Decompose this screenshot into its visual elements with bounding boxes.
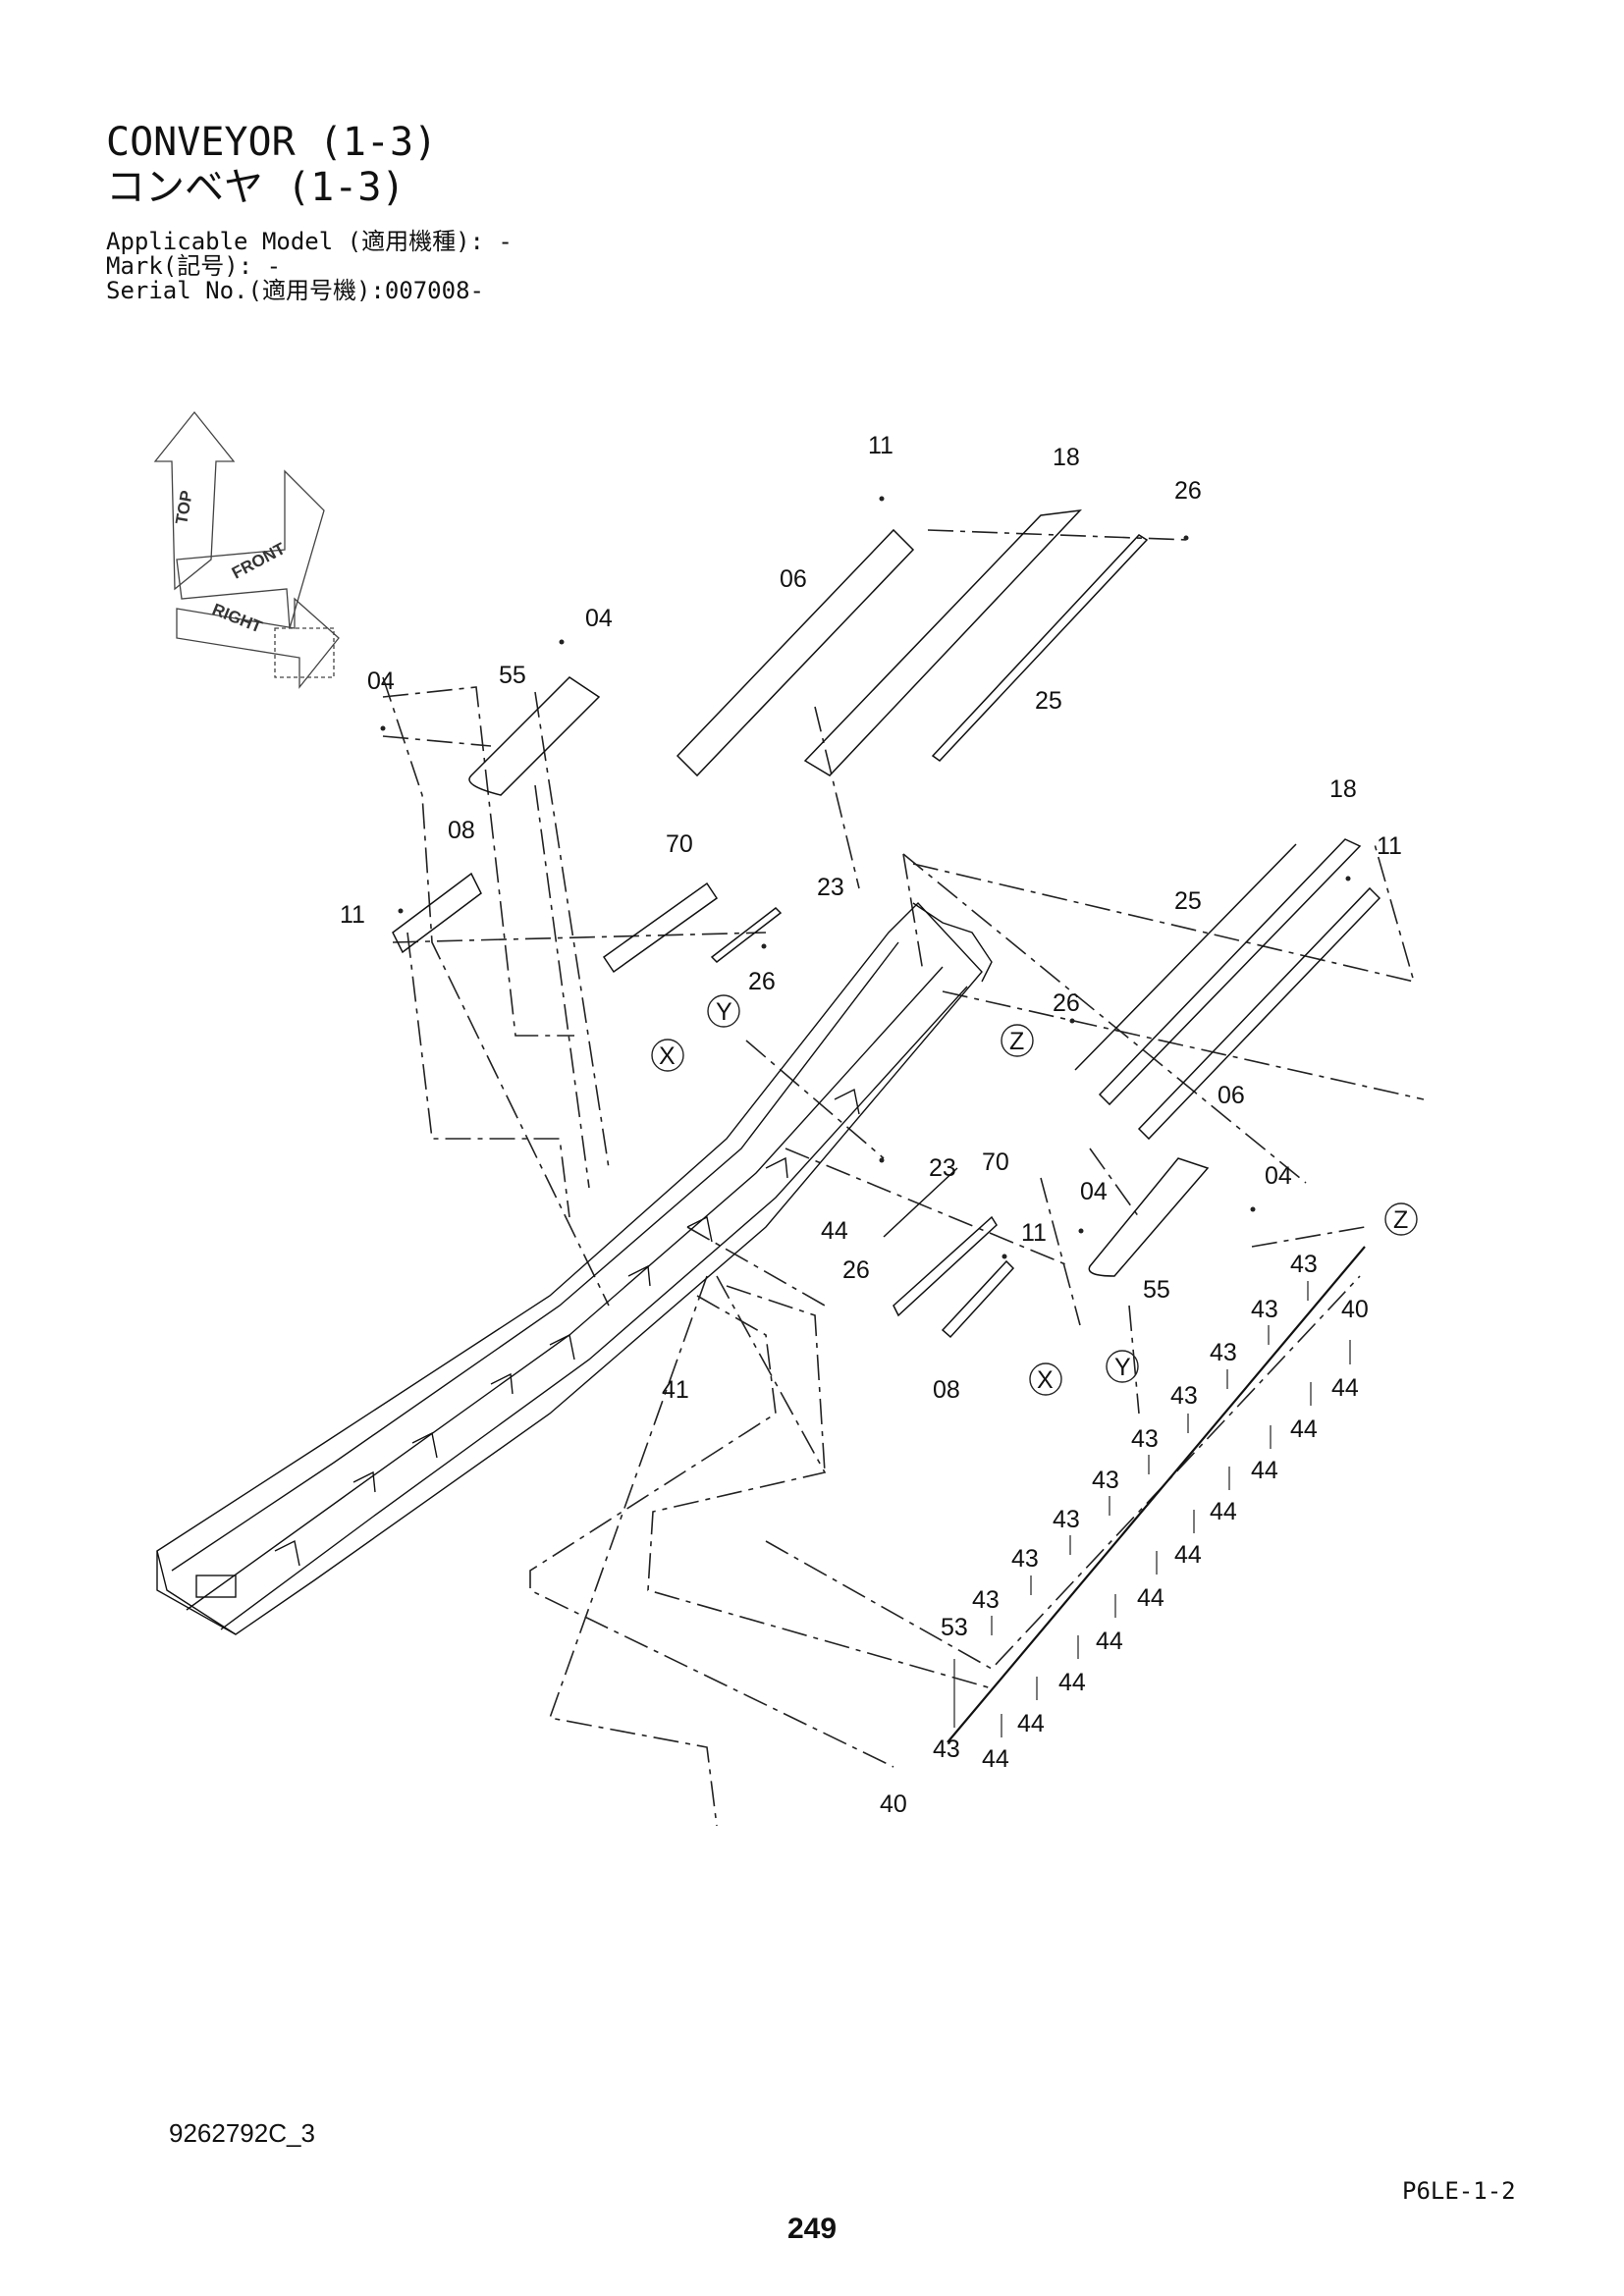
part-18-upper (803, 508, 1082, 776)
callout-43-5: 43 (1131, 1425, 1159, 1453)
parts (392, 508, 1381, 1743)
callout-26-c: 26 (1053, 989, 1080, 1017)
part-55-upper (468, 676, 601, 796)
fastener-ticks (953, 1281, 1351, 1737)
callout-26-d: 26 (842, 1256, 870, 1284)
callout-70-a: 70 (666, 830, 693, 858)
callout-55-b: 55 (1143, 1276, 1170, 1304)
callout-06-a: 06 (780, 565, 807, 593)
callout-44-4: 44 (1210, 1498, 1237, 1525)
marker-y-2: Y (1114, 1354, 1131, 1381)
part-70-upper (602, 881, 719, 974)
callout-43-7: 43 (1053, 1506, 1080, 1533)
callout-43-3: 43 (1210, 1339, 1237, 1366)
serial-number: Serial No.(適用号機):007008- (106, 277, 484, 304)
assembly-leader-lines (382, 529, 1425, 1827)
callout-41: 41 (662, 1376, 689, 1404)
right-arrow-label: RIGHT (210, 600, 266, 637)
callout-44-6: 44 (1137, 1584, 1164, 1612)
top-arrow-label: TOP (172, 489, 196, 525)
callout-44-8: 44 (1058, 1669, 1086, 1696)
callout-04-b: 04 (367, 667, 395, 695)
callout-43-1: 43 (1290, 1251, 1318, 1278)
callout-26-b: 26 (748, 968, 776, 995)
callout-44-2: 44 (1290, 1415, 1318, 1443)
part-08-upper (392, 872, 482, 954)
callout-43-bottom: 43 (933, 1735, 960, 1763)
orientation-arrows (153, 410, 340, 689)
callout-43-2: 43 (1251, 1296, 1278, 1323)
part-23-upper (710, 907, 783, 963)
front-arrow-label: FRONT (229, 539, 289, 583)
part-40-rail (947, 1246, 1366, 1743)
callout-70-b: 70 (982, 1148, 1009, 1176)
callout-44-7: 44 (1096, 1628, 1123, 1655)
callout-40-b: 40 (880, 1790, 907, 1818)
title-english: CONVEYOR (1-3) (106, 120, 438, 165)
part-06-right (1137, 886, 1381, 1141)
callout-04-a: 04 (585, 605, 613, 632)
callout-08-a: 08 (448, 817, 475, 844)
callout-11-b: 11 (340, 901, 365, 929)
part-70-lower (893, 1215, 998, 1317)
page-number: 249 (787, 2213, 838, 2245)
marker-z-2: Z (1393, 1206, 1408, 1234)
callout-44-1: 44 (1331, 1374, 1359, 1402)
part-23-lower (883, 1167, 958, 1238)
mark: Mark(記号): - (106, 252, 282, 280)
front-arrow-icon (176, 469, 325, 629)
callout-23-a: 23 (817, 874, 844, 901)
callout-55-a: 55 (499, 662, 526, 689)
section-code: P6LE-1-2 (1402, 2177, 1516, 2205)
part-06-upper (676, 528, 915, 777)
callout-53: 53 (941, 1614, 968, 1641)
callout-04-d: 04 (1265, 1162, 1292, 1190)
top-arrow-icon (153, 410, 236, 591)
callout-44-5: 44 (1174, 1541, 1202, 1569)
callout-11-c: 11 (1377, 832, 1402, 860)
callout-23-b: 23 (929, 1154, 956, 1182)
callout-18-a: 18 (1053, 444, 1080, 471)
conveyor-frame (156, 901, 993, 1635)
callout-26-a: 26 (1174, 477, 1202, 505)
marker-x-1: X (659, 1042, 676, 1070)
part-08-lower (941, 1259, 1015, 1339)
marker-x-2: X (1037, 1366, 1054, 1394)
callout-43-9: 43 (972, 1586, 1000, 1614)
marker-z-1: Z (1009, 1028, 1024, 1055)
part-55-lower (1088, 1157, 1210, 1277)
drawing-number: 9262792C_3 (169, 2118, 315, 2148)
callout-11-d: 11 (1021, 1219, 1047, 1247)
part-18-right (1098, 838, 1362, 1106)
callout-43-4: 43 (1170, 1382, 1198, 1410)
callout-40-a: 40 (1341, 1296, 1369, 1323)
callout-dots (380, 496, 1351, 1259)
callout-11-a: 11 (868, 432, 893, 459)
callout-18-b: 18 (1329, 775, 1357, 803)
callout-06-b: 06 (1218, 1082, 1245, 1109)
callout-25-a: 25 (1035, 687, 1062, 715)
callout-44-9: 44 (1017, 1710, 1045, 1737)
callout-44-bottom: 44 (982, 1745, 1009, 1773)
callout-08-b: 08 (933, 1376, 960, 1404)
callout-43-8: 43 (1011, 1545, 1039, 1573)
callout-04-c: 04 (1080, 1178, 1108, 1205)
callout-labels: 11 18 26 06 25 04 04 55 08 70 23 11 26 1… (340, 432, 1402, 1818)
part-25-right (1074, 843, 1297, 1071)
callout-25-b: 25 (1174, 887, 1202, 915)
right-arrow-icon (176, 597, 340, 689)
title-japanese: コンベヤ (1-3) (106, 165, 406, 210)
callout-44-3: 44 (1251, 1457, 1278, 1484)
part-25-upper (931, 534, 1149, 762)
applicable-model: Applicable Model (適用機種): - (106, 228, 513, 255)
marker-y-1: Y (716, 998, 732, 1026)
callout-44-a: 44 (821, 1217, 848, 1245)
marker-circles (651, 994, 1418, 1396)
callout-43-6: 43 (1092, 1467, 1119, 1494)
